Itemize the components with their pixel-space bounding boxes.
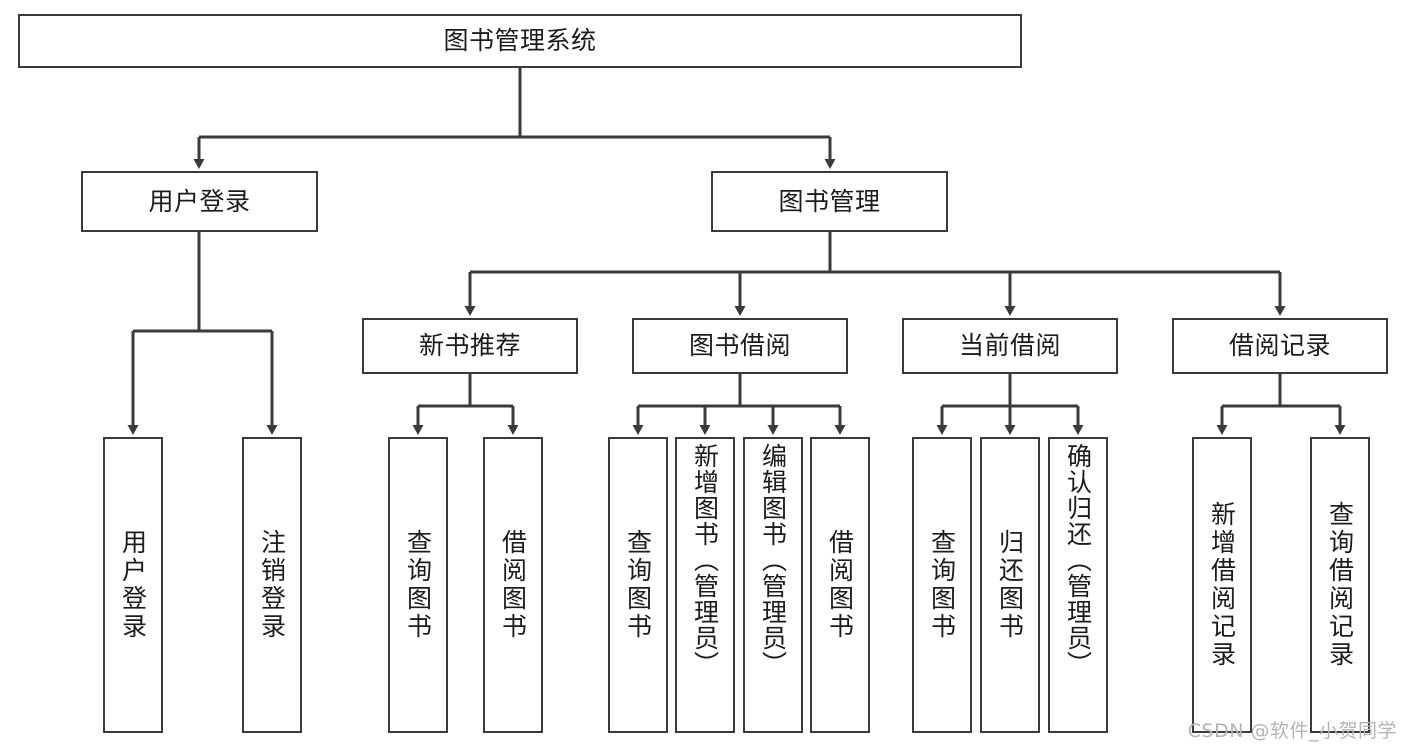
node-book-borrow-label: 图书借阅 bbox=[688, 331, 791, 361]
node-leaf-confirm-return[interactable]: 确认归还（管理员） bbox=[1048, 437, 1108, 733]
node-leaf-add-record[interactable]: 新增借阅记录 bbox=[1192, 437, 1252, 733]
node-book-borrow[interactable]: 图书借阅 bbox=[632, 318, 848, 374]
node-user-login[interactable]: 用户登录 bbox=[81, 171, 318, 232]
node-leaf-return-book-label: 归还图书 bbox=[995, 529, 1025, 641]
node-leaf-query-book-1-label: 查询图书 bbox=[403, 529, 433, 641]
node-borrow-record[interactable]: 借阅记录 bbox=[1172, 318, 1388, 374]
node-current-borrow-label: 当前借阅 bbox=[958, 331, 1061, 361]
node-user-login-label: 用户登录 bbox=[148, 186, 251, 216]
node-leaf-borrow-book-1[interactable]: 借阅图书 bbox=[483, 437, 543, 733]
node-root-label: 图书管理系统 bbox=[443, 26, 597, 56]
node-leaf-query-book-2-label: 查询图书 bbox=[623, 529, 653, 641]
node-leaf-query-record-label: 查询借阅记录 bbox=[1325, 501, 1355, 669]
node-new-book-rec-label: 新书推荐 bbox=[418, 331, 521, 361]
node-new-book-rec[interactable]: 新书推荐 bbox=[362, 318, 578, 374]
node-leaf-borrow-book-2-label: 借阅图书 bbox=[825, 529, 855, 641]
node-leaf-borrow-book-1-label: 借阅图书 bbox=[498, 529, 528, 641]
node-leaf-user-login-label: 用户登录 bbox=[118, 529, 148, 641]
node-leaf-return-book[interactable]: 归还图书 bbox=[980, 437, 1040, 733]
node-leaf-query-book-1[interactable]: 查询图书 bbox=[388, 437, 448, 733]
node-leaf-add-book-label: 新增图书（管理员） bbox=[690, 443, 720, 677]
node-leaf-borrow-book-2[interactable]: 借阅图书 bbox=[810, 437, 870, 733]
node-leaf-edit-book-label: 编辑图书（管理员） bbox=[758, 443, 788, 677]
node-leaf-query-book-3-label: 查询图书 bbox=[927, 529, 957, 641]
watermark-text: CSDN @软件_小贺同学 bbox=[1187, 720, 1397, 742]
node-leaf-user-login[interactable]: 用户登录 bbox=[103, 437, 163, 733]
node-leaf-query-book-3[interactable]: 查询图书 bbox=[912, 437, 972, 733]
node-root[interactable]: 图书管理系统 bbox=[18, 14, 1022, 68]
node-current-borrow[interactable]: 当前借阅 bbox=[902, 318, 1118, 374]
node-leaf-confirm-return-label: 确认归还（管理员） bbox=[1063, 443, 1093, 677]
node-book-admin-label: 图书管理 bbox=[778, 186, 881, 216]
node-book-admin[interactable]: 图书管理 bbox=[711, 171, 948, 232]
node-leaf-add-record-label: 新增借阅记录 bbox=[1207, 501, 1237, 669]
node-borrow-record-label: 借阅记录 bbox=[1228, 331, 1331, 361]
node-leaf-add-book[interactable]: 新增图书（管理员） bbox=[675, 437, 735, 733]
node-leaf-user-logout[interactable]: 注销登录 bbox=[242, 437, 302, 733]
node-leaf-query-record[interactable]: 查询借阅记录 bbox=[1310, 437, 1370, 733]
node-leaf-query-book-2[interactable]: 查询图书 bbox=[608, 437, 668, 733]
node-leaf-user-logout-label: 注销登录 bbox=[257, 529, 287, 641]
node-leaf-edit-book[interactable]: 编辑图书（管理员） bbox=[743, 437, 803, 733]
